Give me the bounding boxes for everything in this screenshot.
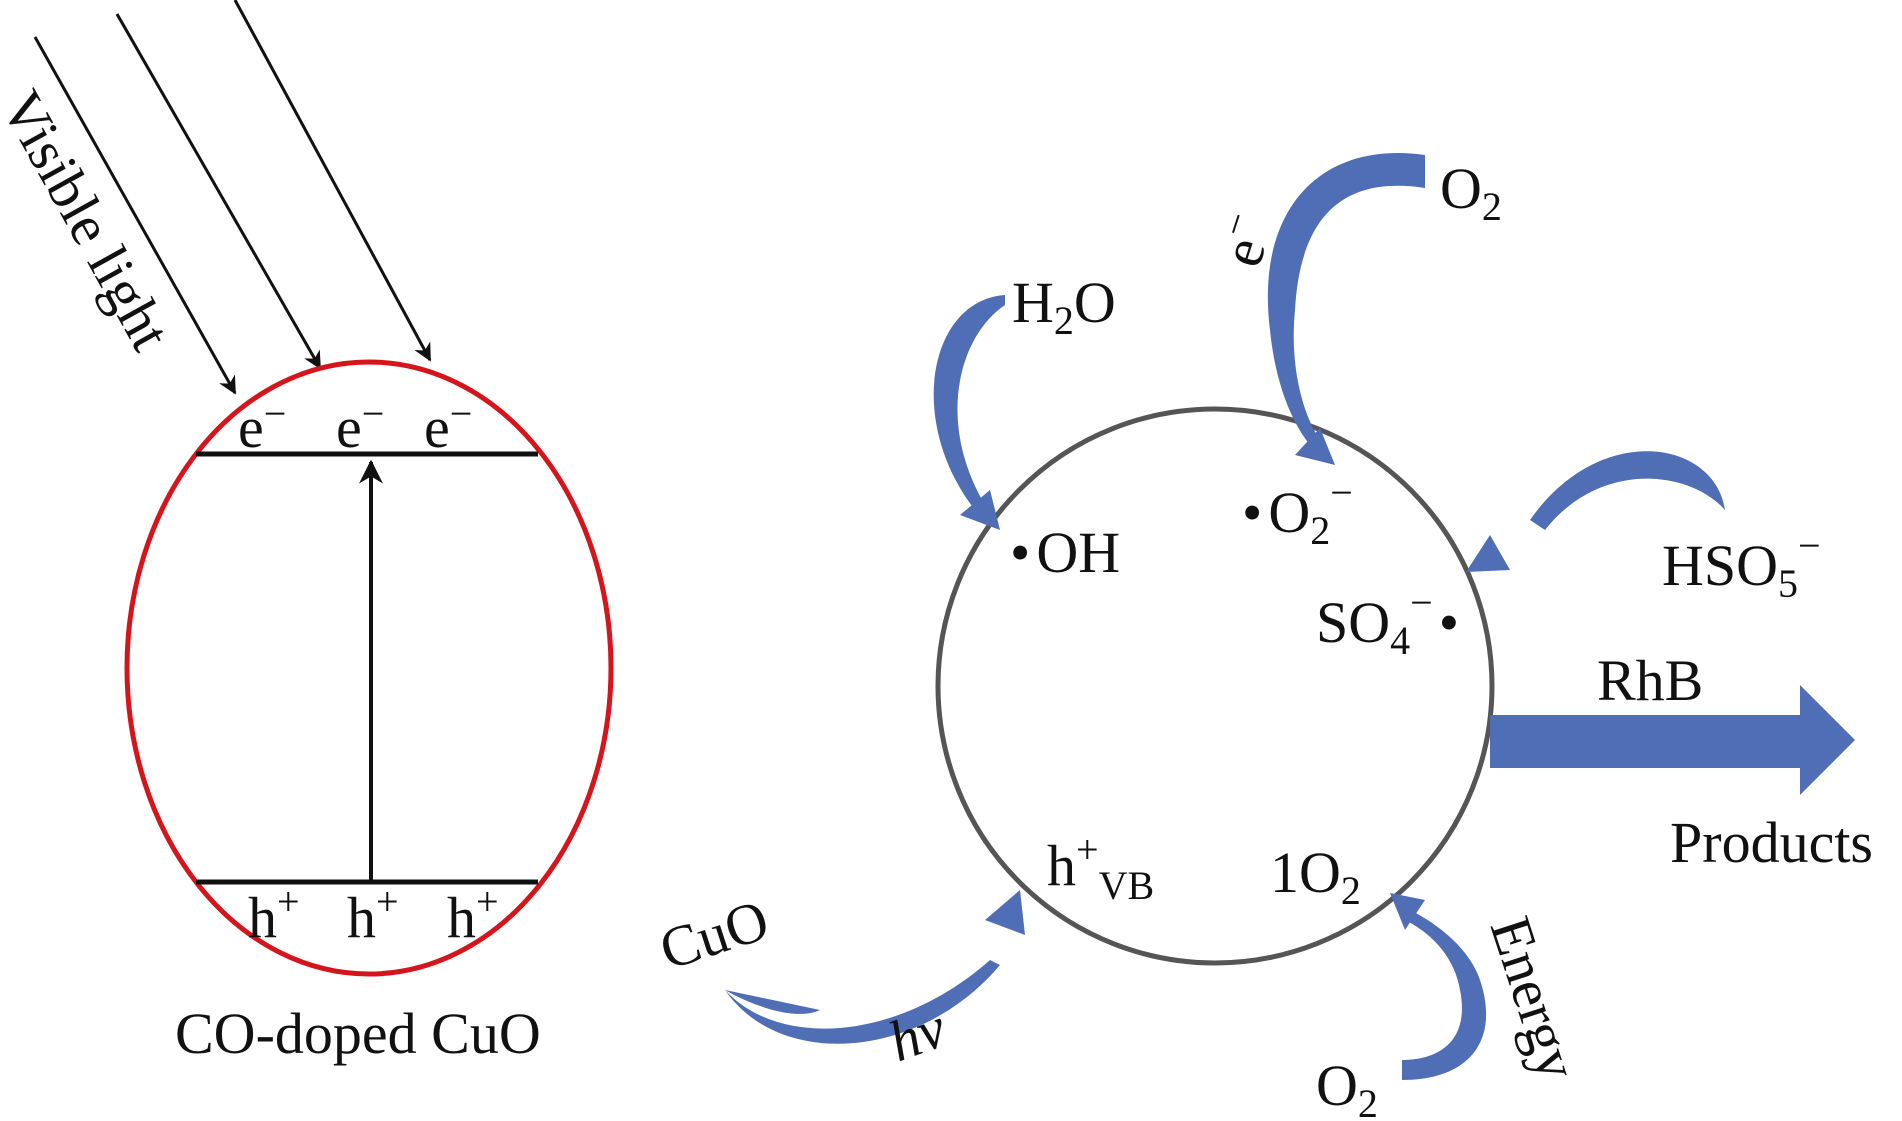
- o2-to-singlet-oxygen-arrowhead: [1390, 893, 1425, 930]
- o2-to-superoxide-flow-arrow: [1267, 152, 1425, 445]
- o2-to-singlet-oxygen-flow-arrow: [1402, 910, 1487, 1080]
- hydroxyl-radical-label: •OH: [1010, 520, 1120, 585]
- catalyst-sphere: [935, 406, 1495, 966]
- cuo-label: CuO: [652, 887, 776, 983]
- o2-to-superoxide-arrowhead: [1295, 428, 1335, 465]
- hso5-to-sulfate-flow-arrow: [1530, 451, 1725, 530]
- energy-label: Energy: [1478, 909, 1591, 1087]
- co-doped-cuo-caption: CO-doped CuO: [175, 1001, 541, 1066]
- valence-band-hole-label: h+VB: [1047, 827, 1154, 908]
- products-label: Products: [1670, 810, 1873, 875]
- electron-label: e−: [336, 391, 384, 460]
- cuo-particle-ellipse: [124, 359, 614, 977]
- right-panel: H2O O2 e− •OH •O2− HSO5− SO4−• RhB Produ…: [652, 152, 1873, 1121]
- o2-top-label: O2: [1440, 156, 1502, 229]
- superoxide-radical-label: •O2−: [1242, 470, 1353, 553]
- electron-transfer-label: e−: [1203, 206, 1285, 274]
- electron-label: e−: [238, 391, 286, 460]
- electron-label: e−: [424, 391, 472, 460]
- rhb-to-products-arrow: [1490, 685, 1855, 795]
- hso5-to-sulfate-arrowhead: [1466, 535, 1510, 572]
- h2o-label: H2O: [1012, 270, 1116, 343]
- h2o-to-oh-flow-arrow: [933, 295, 1005, 510]
- light-ray-arrow-1: [33, 36, 237, 395]
- hole-label: h+: [347, 879, 399, 950]
- visible-light-label: Visible light: [0, 80, 184, 361]
- left-panel: Visible light e− e− e− h+ h+ h+ CO-doped…: [0, 0, 614, 1066]
- hole-label: h+: [447, 879, 499, 950]
- o2-bottom-label: O2: [1316, 1053, 1378, 1121]
- sulfate-radical-label: SO4−•: [1316, 580, 1459, 663]
- persulfate-label: HSO5−: [1662, 523, 1821, 606]
- rhb-label: RhB: [1597, 648, 1703, 713]
- light-ray-arrow-3: [233, 0, 432, 362]
- h2o-to-oh-arrowhead: [960, 490, 1000, 530]
- light-ray-arrow-2: [115, 13, 322, 370]
- hole-label: h+: [248, 879, 300, 950]
- cuo-to-hole-arrowhead: [985, 890, 1025, 935]
- singlet-oxygen-label: 1O2: [1270, 840, 1361, 913]
- cuo-to-hole-flow-arrow: [725, 960, 1000, 1044]
